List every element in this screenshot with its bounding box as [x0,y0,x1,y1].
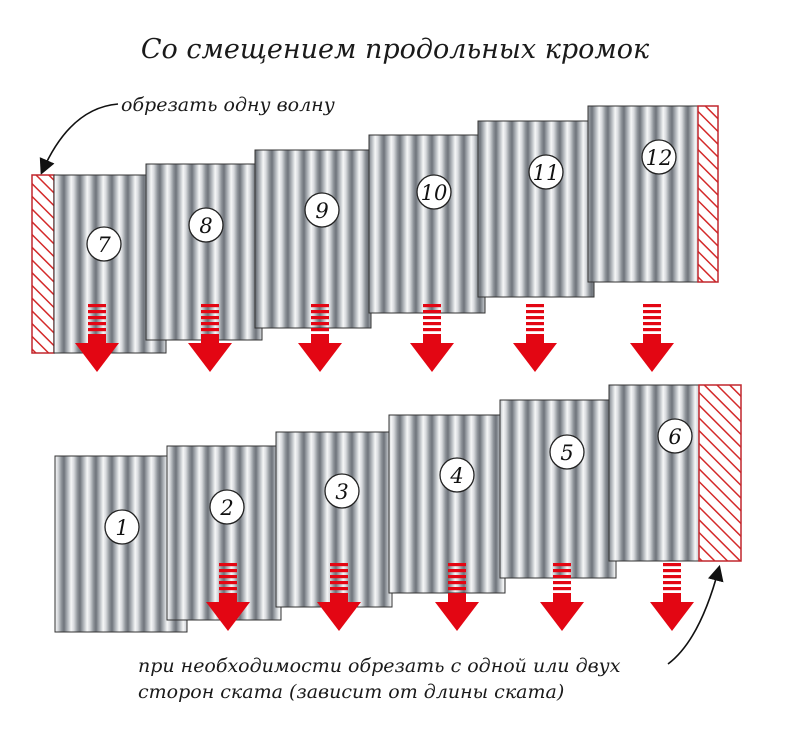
sheet-number-8: 8 [199,214,212,238]
overlap-arrow [75,304,119,372]
note-cut-one-wave: обрезать одну волну [121,94,335,116]
overlap-arrow [435,563,479,631]
sheet-number-5: 5 [560,441,573,465]
cut-strip-right-bottom [698,384,742,562]
cut-strip-right-top [697,105,719,283]
sheet-number-3: 3 [335,480,348,504]
sheet-number-12: 12 [646,146,673,170]
sheet-9: 9 [254,149,372,329]
sheet-4: 4 [388,414,506,594]
overlap-arrows [75,304,694,631]
sheet-number-4: 4 [449,464,463,488]
sheet-10: 10 [368,134,486,314]
note-cut-sides-line2: сторон ската (зависит от длины ската) [138,681,564,703]
sheet-2: 2 [166,445,282,621]
sheet-8: 8 [145,163,263,341]
sheet-number-2: 2 [219,496,233,520]
cut-strip-left [31,174,55,354]
sheet-number-7: 7 [97,233,111,257]
overlap-arrow [298,304,342,372]
sheet-11: 11 [477,120,595,298]
sheet-number-10: 10 [421,181,448,205]
sheet-1: 1 [54,455,188,633]
sheet-number-11: 11 [533,161,560,185]
sheet-12: 12 [587,105,699,283]
note-cut-sides-line1: при необходимости обрезать с одной или д… [138,655,621,677]
sheet-number-1: 1 [115,516,128,540]
overlap-arrow [206,563,250,631]
overlap-arrow [540,563,584,631]
overlap-arrow [513,304,557,372]
overlap-arrow [317,563,361,631]
sheet-number-9: 9 [315,199,328,223]
overlap-arrow [650,563,694,631]
overlap-arrow [630,304,674,372]
sheet-5: 5 [499,399,617,579]
row-top-sheets: 7 8 9 10 11 12 [31,105,719,354]
sheet-number-6: 6 [668,425,681,449]
diagram-title: Со смещением продольных кромок [141,34,650,65]
overlap-arrow [410,304,454,372]
sheet-3: 3 [275,431,393,608]
sheet-6: 6 [608,384,700,562]
pointer-arrow-bottom [667,564,724,665]
overlap-arrow [188,304,232,372]
pointer-arrow-top [39,103,119,175]
row-bottom-sheets: 1 2 3 4 5 6 [54,384,742,633]
